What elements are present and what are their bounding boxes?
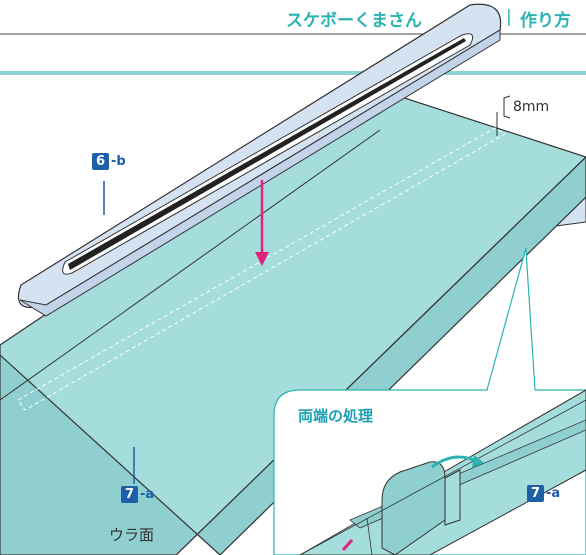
placement-guide (17, 127, 506, 411)
part-7a-number: 7 (121, 486, 138, 503)
part-6b (17, 3, 502, 317)
header-separator: | (506, 7, 512, 27)
part-6b-number: 6 (92, 153, 109, 170)
part-7a-suffix: -a (140, 487, 155, 502)
page-title: スケボーくまさん (286, 11, 422, 31)
detail-illustration (298, 389, 586, 555)
dimension-bracket (503, 95, 511, 119)
part-6b-suffix: -b (111, 154, 126, 169)
dimension-label: 8mm (513, 99, 550, 115)
detail-title: 両端の処理 (298, 407, 374, 425)
detail-part-suffix: -a (546, 486, 561, 501)
detail-part-number: 7 (527, 485, 544, 502)
section-title: 作り方 (520, 11, 571, 31)
back-side-label: ウラ面 (109, 526, 155, 544)
placement-arrow (255, 180, 269, 266)
board-bottom-edge (0, 129, 381, 401)
